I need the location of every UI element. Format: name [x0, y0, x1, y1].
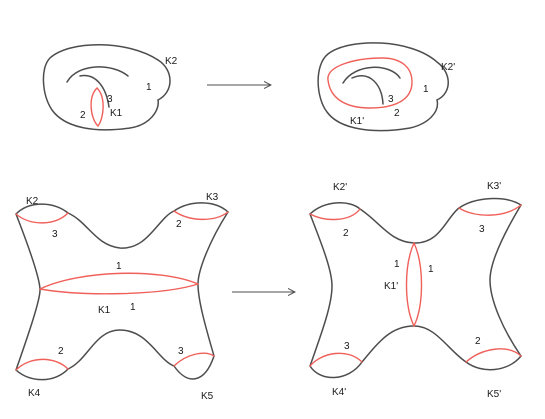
top-left-surface	[42, 44, 171, 131]
label-n2-k5p: 2	[475, 336, 481, 347]
label-n3-k3p: 3	[479, 224, 485, 235]
left-boundary	[309, 213, 333, 367]
label-k3: K3	[206, 192, 219, 203]
label-n2: 2	[394, 108, 400, 119]
k3-cap	[173, 202, 229, 213]
label-n3-k5: 3	[178, 346, 184, 357]
handle-upper-arc	[342, 66, 401, 84]
k5-cap	[173, 355, 215, 380]
label-n1-top: 1	[116, 261, 122, 272]
k1p-left-arc	[405, 242, 415, 327]
k5p-cap	[465, 355, 522, 371]
label-k2: K2	[165, 56, 178, 67]
right-boundary	[197, 211, 229, 357]
label-n3-k4p: 3	[344, 341, 350, 352]
outer-boundary	[42, 44, 159, 131]
label-k3p: K3'	[487, 181, 501, 192]
label-n1: 1	[423, 84, 429, 95]
k2p-cap	[309, 202, 361, 215]
right-boundary	[489, 204, 522, 357]
top-boundary	[67, 210, 175, 249]
bottom-boundary	[67, 329, 175, 370]
top-boundary	[359, 207, 460, 244]
label-k4: K4	[28, 388, 41, 399]
label-n1-bottom: 1	[130, 302, 136, 313]
label-n3: 3	[107, 94, 113, 105]
label-n1-left: 1	[394, 259, 400, 270]
k4-curve	[15, 358, 69, 371]
handle-upper-arc	[66, 66, 129, 83]
label-n2-k4: 2	[58, 346, 64, 357]
curve-k1-right	[96, 87, 104, 127]
k2-curve	[15, 212, 69, 224]
label-k2p: K2'	[441, 62, 455, 73]
k2p-curve	[309, 208, 361, 221]
bottom-boundary	[361, 325, 467, 363]
label-n3: 3	[388, 94, 394, 105]
label-k1: K1	[98, 305, 111, 316]
label-n2-k2p: 2	[343, 228, 349, 239]
boundary-k2p	[436, 61, 449, 101]
curve-k1p-loop	[327, 57, 413, 109]
bottom-right-surface	[309, 197, 522, 379]
left-boundary	[15, 213, 41, 371]
k2-cap	[15, 203, 69, 215]
k3-curve	[173, 210, 229, 221]
k5p-curve	[465, 348, 522, 363]
label-n2-k3: 2	[176, 219, 182, 230]
curve-k1-left	[90, 87, 99, 127]
label-n1: 1	[146, 82, 152, 93]
label-k1p: K1'	[384, 281, 398, 292]
k1-upper-arc	[39, 272, 199, 290]
k1-lower-arc	[39, 283, 199, 295]
label-k4p: K4'	[332, 387, 346, 398]
handle-lower-arc	[79, 74, 110, 108]
k1p-right-arc	[413, 242, 423, 327]
label-k5: K5	[201, 391, 214, 402]
k4p-cap	[309, 361, 363, 379]
handle-lower-arc	[351, 75, 384, 105]
label-k2p: K2'	[333, 182, 347, 193]
label-k1: K1	[110, 108, 123, 119]
label-n3-k2: 3	[52, 229, 58, 240]
outer-boundary	[317, 42, 439, 132]
bottom-left-surface	[15, 202, 229, 381]
k3p-cap	[458, 197, 522, 209]
label-n1-right: 1	[428, 264, 434, 275]
k4-cap	[15, 368, 69, 381]
k4p-curve	[309, 352, 363, 367]
label-k5p: K5'	[487, 389, 501, 400]
label-k2: K2	[26, 196, 39, 207]
top-right-surface	[317, 42, 449, 132]
boundary-k2	[157, 59, 171, 101]
k3p-curve	[458, 204, 522, 216]
label-k1p: K1'	[350, 116, 364, 127]
label-n2: 2	[80, 110, 86, 121]
k5-curve	[173, 352, 215, 367]
